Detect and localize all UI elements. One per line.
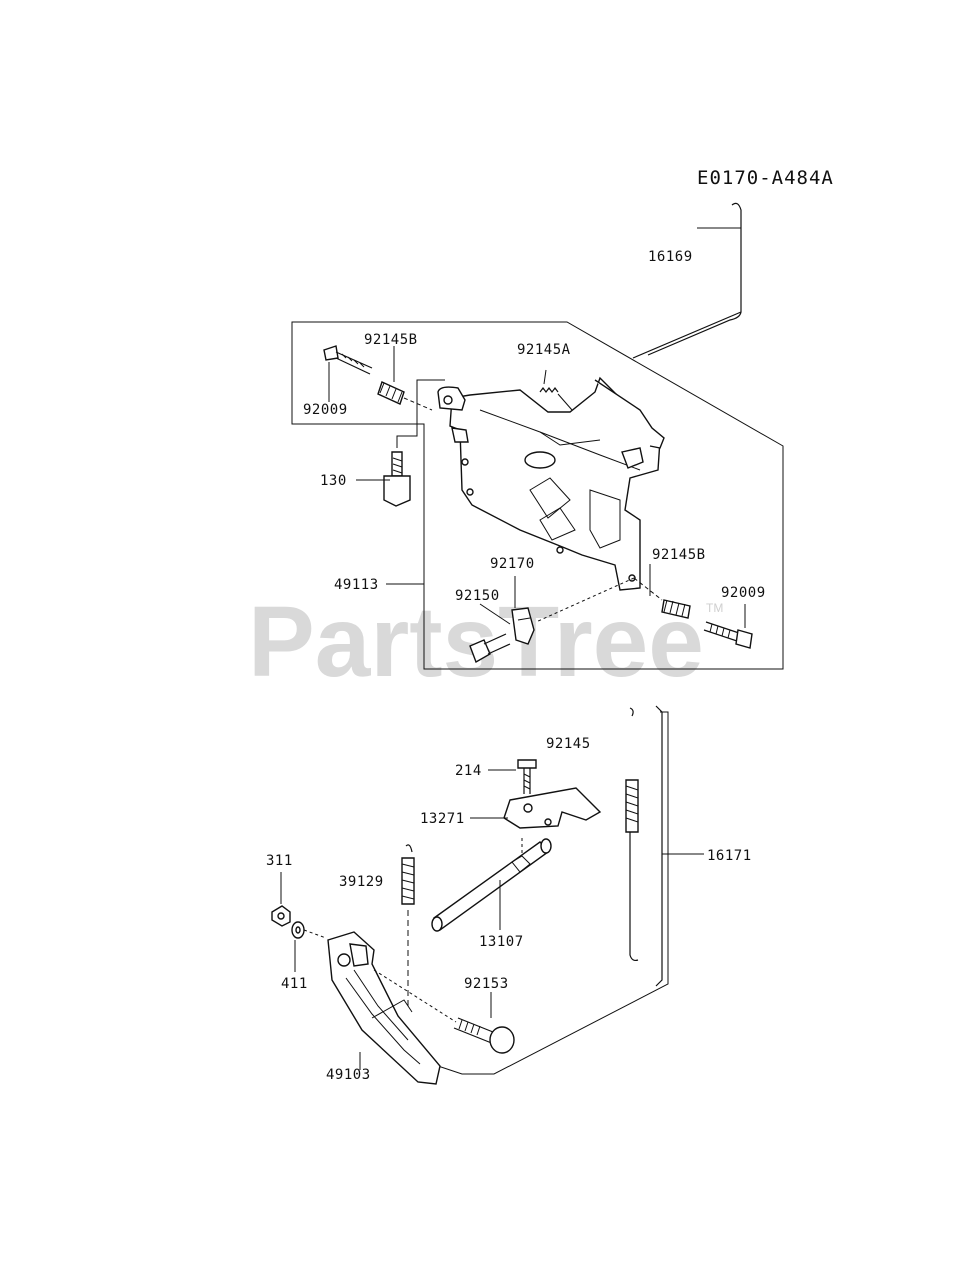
label-16169[interactable]: 16169 — [648, 249, 693, 265]
label-92145A[interactable]: 92145A — [517, 342, 571, 358]
label-130[interactable]: 130 — [320, 473, 347, 489]
label-92009-top[interactable]: 92009 — [303, 402, 348, 418]
part-92009-bolt-mid[interactable] — [703, 621, 753, 649]
label-92145B-mid[interactable]: 92145B — [652, 547, 706, 563]
part-92145A-spring[interactable] — [539, 369, 573, 411]
part-49103-lever[interactable] — [327, 931, 441, 1085]
label-39129[interactable]: 39129 — [339, 874, 384, 890]
part-16171-rod[interactable] — [625, 705, 663, 987]
part-214-screw[interactable] — [517, 759, 537, 794]
diagram-code: E0170-A484A — [697, 167, 834, 189]
label-311[interactable]: 311 — [266, 853, 293, 869]
part-92009-bolt-top[interactable] — [323, 345, 373, 375]
label-49103[interactable]: 49103 — [326, 1067, 371, 1083]
part-13107-shaft[interactable] — [431, 838, 552, 932]
label-92145[interactable]: 92145 — [546, 736, 591, 752]
label-92150[interactable]: 92150 — [455, 588, 500, 604]
label-92009-mid[interactable]: 92009 — [721, 585, 766, 601]
part-92150-bolt[interactable] — [469, 633, 511, 664]
upper-group-frame — [291, 321, 784, 670]
label-13107[interactable]: 13107 — [479, 934, 524, 950]
part-411-washer[interactable] — [291, 921, 327, 939]
part-130-bolt[interactable] — [383, 451, 411, 507]
label-49113[interactable]: 49113 — [334, 577, 379, 593]
part-92153-bolt[interactable] — [373, 969, 515, 1054]
watermark-tm: TM — [706, 601, 723, 615]
part-49113-control-plate[interactable] — [437, 376, 665, 591]
label-214[interactable]: 214 — [455, 763, 482, 779]
part-92170-stop[interactable] — [511, 607, 535, 645]
part-16169-rod[interactable] — [632, 202, 742, 359]
label-16171[interactable]: 16171 — [707, 848, 752, 864]
label-92153[interactable]: 92153 — [464, 976, 509, 992]
part-92145B-spring-top[interactable] — [377, 381, 433, 411]
part-311-nut[interactable] — [271, 905, 291, 927]
part-92145B-spring-mid[interactable] — [633, 577, 691, 619]
label-13271[interactable]: 13271 — [420, 811, 465, 827]
label-411[interactable]: 411 — [281, 976, 308, 992]
part-13271-plate[interactable] — [503, 787, 602, 829]
label-92170[interactable]: 92170 — [490, 556, 535, 572]
label-92145B-top[interactable]: 92145B — [364, 332, 418, 348]
watermark: PartsTree — [248, 586, 704, 698]
part-39129-spring[interactable] — [401, 844, 415, 1010]
lower-group-frame — [419, 711, 669, 1075]
